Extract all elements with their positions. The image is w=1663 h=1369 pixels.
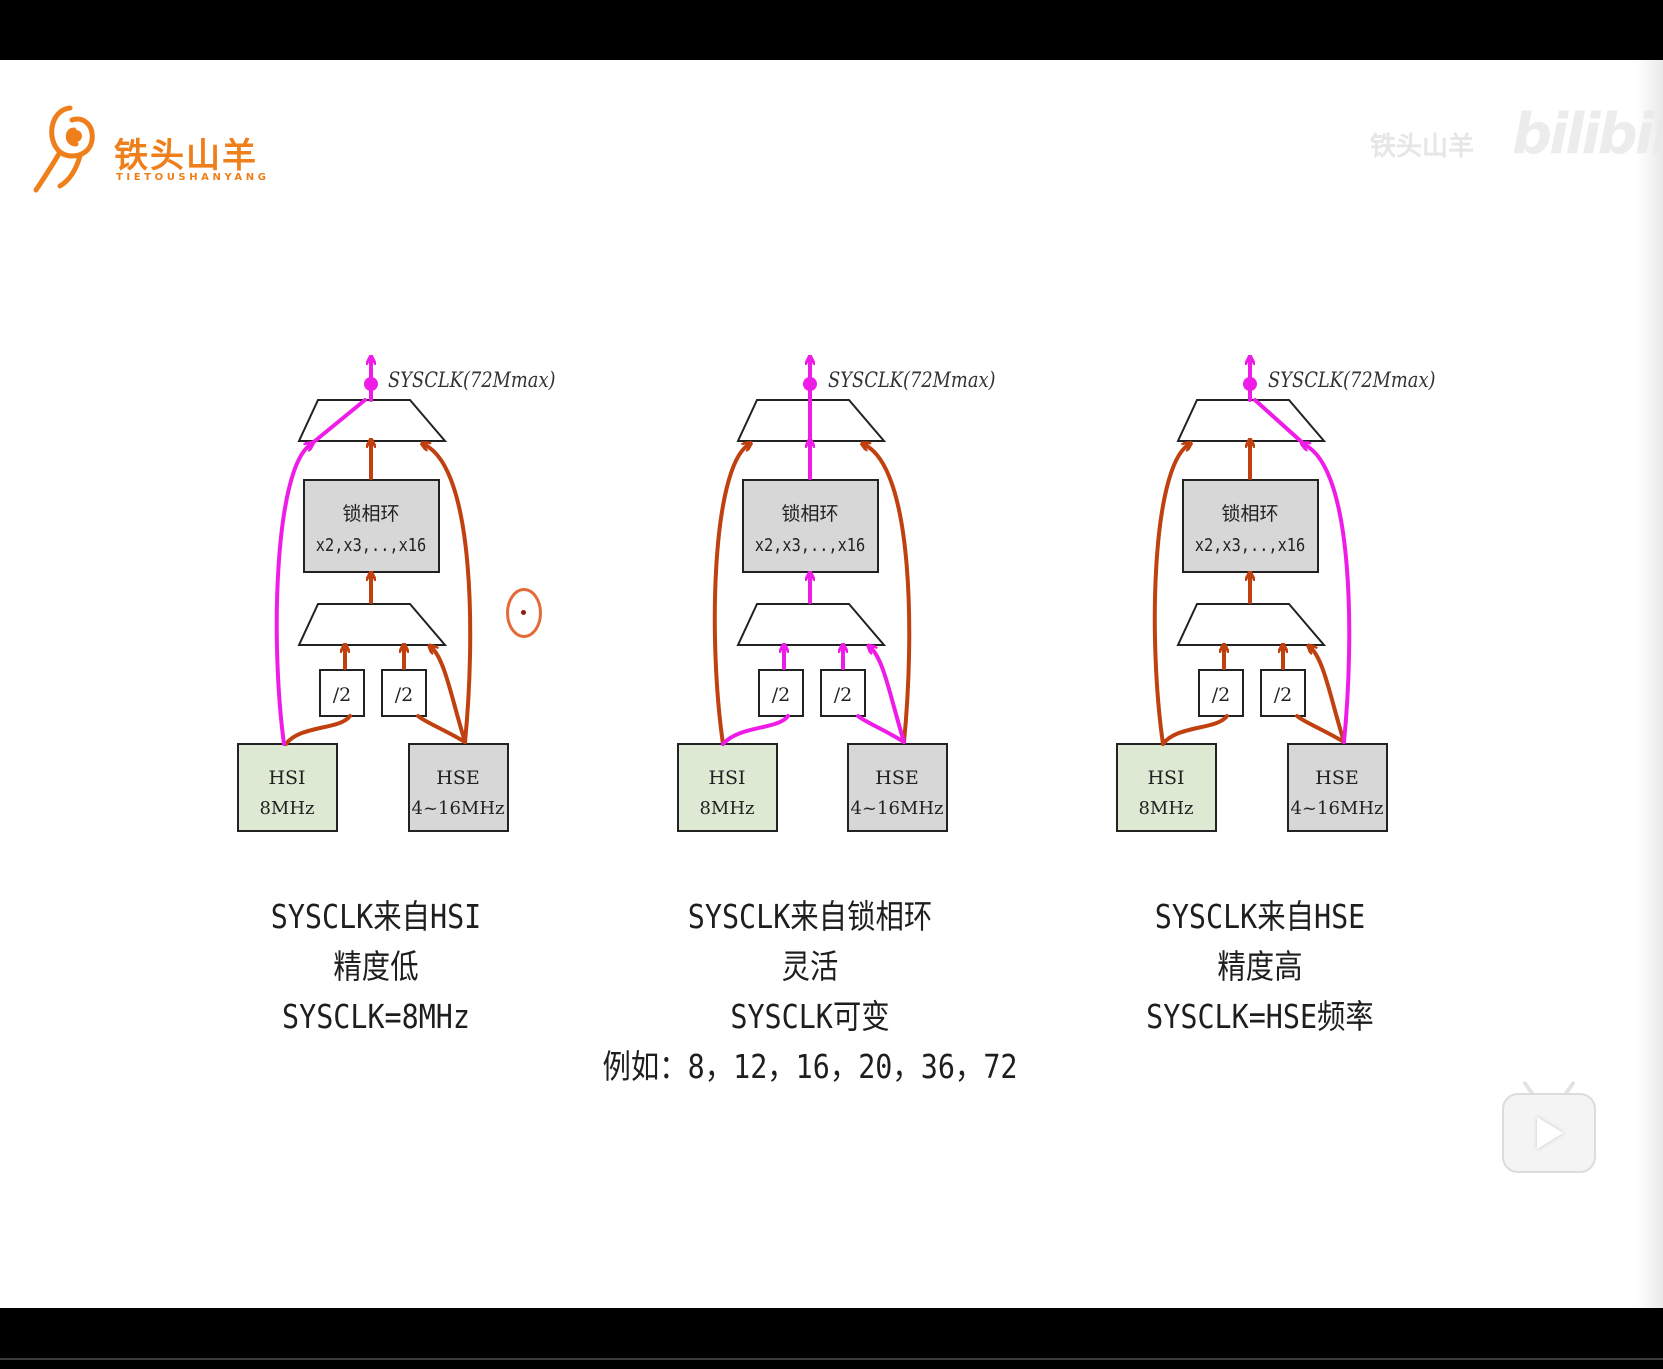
div-box-hse — [820, 669, 866, 717]
caption-line: SYSCLK=HSE频率 — [1146, 997, 1374, 1036]
play-icon[interactable] — [1537, 1117, 1563, 1149]
div-box-hsi — [1198, 669, 1244, 717]
pll-input-mux — [1176, 603, 1327, 646]
pll-box — [1182, 479, 1319, 573]
hse-box — [408, 743, 509, 832]
pll-factors: x2,x3,..,x16 — [1195, 534, 1305, 556]
hsi-box — [1116, 743, 1217, 832]
hsi-box — [677, 743, 778, 832]
sysclk-label: SYSCLK(72Mmax) — [828, 368, 995, 393]
hse-name: HSE — [436, 767, 479, 789]
hse-name: HSE — [875, 767, 918, 789]
top-black-bar — [0, 0, 1663, 60]
pll-title: 锁相环 — [781, 503, 838, 525]
caption-line: SYSCLK来自HSE — [1154, 897, 1366, 936]
caption-line: 精度高 — [1217, 947, 1303, 986]
div-box-hse — [1260, 669, 1306, 717]
div-box-hsi — [758, 669, 804, 717]
pll-box — [303, 479, 440, 573]
goat-logo-icon — [33, 105, 95, 193]
caption-line: SYSCLK来自锁相环 — [687, 897, 933, 936]
caption-line: SYSCLK=8MHz — [282, 997, 470, 1036]
div-label: /2 — [1212, 684, 1231, 706]
diagram-hsi: 锁相环 x2,x3,..,x16 /2 /2 HSI 8MHz HSE 4~16… — [237, 360, 555, 832]
sysclk-mux — [297, 399, 448, 442]
caption-line: 灵活 — [781, 947, 839, 986]
hsi-box — [237, 743, 338, 832]
hse-freq: 4~16MHz — [411, 798, 504, 819]
logo-name: 铁头山羊 — [114, 136, 258, 176]
caption-line: SYSCLK可变 — [730, 997, 890, 1036]
hse-freq: 4~16MHz — [850, 798, 943, 819]
caption-line: 例如：8，12，16，20，36，72 — [602, 1047, 1018, 1086]
pll-input-mux — [297, 603, 448, 646]
diagram-pll: 锁相环 x2,x3,..,x16 /2 /2 HSI 8MHz HSE 4~16… — [677, 360, 995, 832]
cursor-highlight-icon — [506, 588, 542, 638]
hsi-freq: 8MHz — [1138, 798, 1193, 819]
div-label: /2 — [772, 684, 791, 706]
hse-box — [847, 743, 948, 832]
div-box-hsi — [319, 669, 365, 717]
caption-hsi: SYSCLK来自HSI 精度低 SYSCLK=8MHz — [204, 892, 548, 1042]
right-edge-shadow — [1637, 60, 1663, 1308]
pll-box — [742, 479, 879, 573]
pll-factors: x2,x3,..,x16 — [755, 534, 865, 556]
caption-line: SYSCLK来自HSI — [270, 897, 482, 936]
watermark-text: 铁头山羊 — [1370, 132, 1475, 162]
hsi-freq: 8MHz — [699, 798, 754, 819]
div-label: /2 — [834, 684, 853, 706]
div-label: /2 — [1274, 684, 1293, 706]
sysclk-mux — [1176, 399, 1327, 442]
caption-hse: SYSCLK来自HSE 精度高 SYSCLK=HSE频率 — [1088, 892, 1432, 1042]
pll-title: 锁相环 — [1221, 503, 1278, 525]
hsi-freq: 8MHz — [259, 798, 314, 819]
hsi-name: HSI — [1147, 767, 1184, 789]
video-progress-bar[interactable] — [0, 1358, 1663, 1360]
hsi-name: HSI — [708, 767, 745, 789]
hse-box — [1287, 743, 1388, 832]
div-label: /2 — [395, 684, 414, 706]
sysclk-label: SYSCLK(72Mmax) — [1268, 368, 1435, 393]
pll-title: 锁相环 — [342, 503, 399, 525]
logo-pinyin: TIETOUSHANYANG — [116, 172, 270, 183]
pll-factors: x2,x3,..,x16 — [316, 534, 426, 556]
diagram-hse: 锁相环 x2,x3,..,x16 /2 /2 HSI 8MHz HSE 4~16… — [1116, 360, 1435, 832]
div-label: /2 — [333, 684, 352, 706]
cursor-dot-icon — [521, 610, 526, 615]
clock-diagrams: 锁相环 x2,x3,..,x16 /2 /2 HSI 8MHz HSE 4~16… — [237, 0, 1435, 832]
hsi-name: HSI — [268, 767, 305, 789]
caption-line: 精度低 — [333, 947, 419, 986]
sysclk-label: SYSCLK(72Mmax) — [388, 368, 555, 393]
hse-freq: 4~16MHz — [1290, 798, 1383, 819]
hse-name: HSE — [1315, 767, 1358, 789]
pll-input-mux — [736, 603, 887, 646]
caption-pll: SYSCLK来自锁相环 灵活 SYSCLK可变 例如：8，12，16，20，36… — [595, 892, 1025, 1092]
